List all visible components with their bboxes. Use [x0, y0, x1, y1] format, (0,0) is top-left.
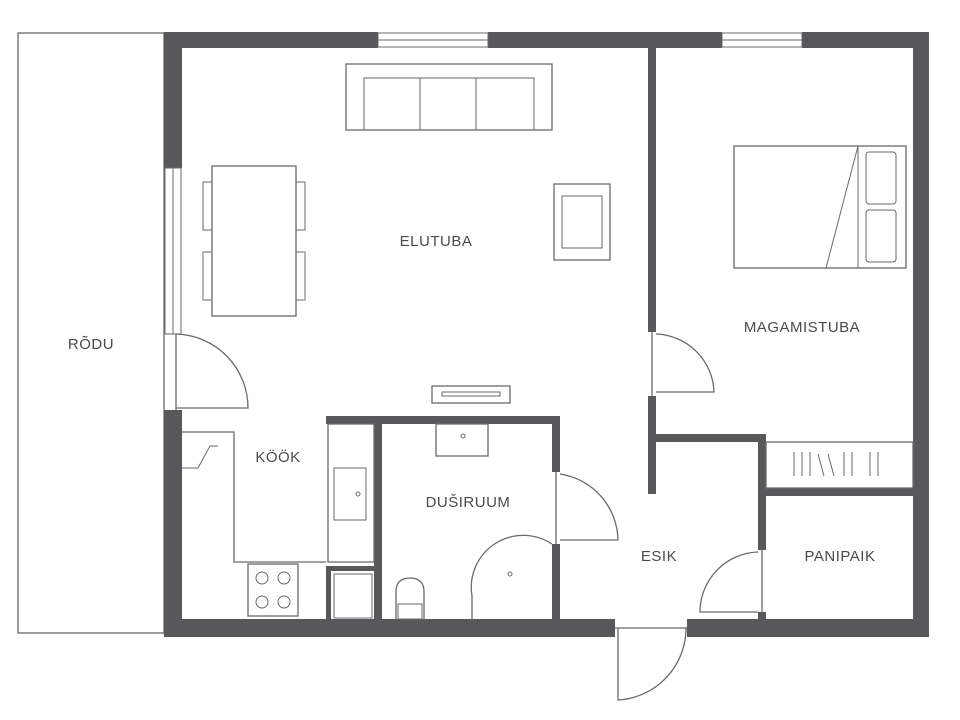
hallway-label: ESIK	[641, 548, 677, 565]
entrance-door	[615, 627, 687, 701]
storage-door	[699, 550, 763, 613]
shower-tray	[470, 534, 553, 619]
shower-room-label: DUŠIRUUM	[426, 494, 511, 511]
shelf-unit	[326, 566, 376, 620]
armchair	[553, 183, 611, 261]
washbasin	[435, 423, 489, 457]
wardrobe	[765, 441, 914, 489]
balcony-label: RÕDU	[68, 336, 114, 353]
tv-stand	[431, 385, 511, 404]
kitchen-counter	[182, 423, 375, 563]
bathroom-door	[555, 472, 619, 544]
balcony-door	[175, 333, 249, 410]
bed	[733, 145, 907, 269]
living-room-label: ELUTUBA	[400, 233, 473, 250]
bedroom-label: MAGAMISTUBA	[744, 319, 860, 336]
window-balcony-side	[164, 167, 182, 335]
balcony: RÕDU	[17, 32, 165, 634]
storage-label: PANIPAIK	[805, 548, 876, 565]
interior-walls	[326, 48, 918, 622]
balcony-outline	[17, 32, 165, 634]
windows	[164, 32, 803, 335]
window-living-top	[377, 32, 489, 48]
fridge-icon	[182, 445, 218, 469]
stove	[247, 563, 299, 617]
kitchen-label: KÖÖK	[255, 448, 300, 466]
bedroom-door	[651, 332, 715, 396]
dining-table	[202, 165, 306, 317]
toilet	[395, 577, 425, 620]
sofa	[345, 63, 553, 131]
exterior-walls	[164, 32, 929, 637]
window-bedroom-top	[721, 32, 803, 48]
